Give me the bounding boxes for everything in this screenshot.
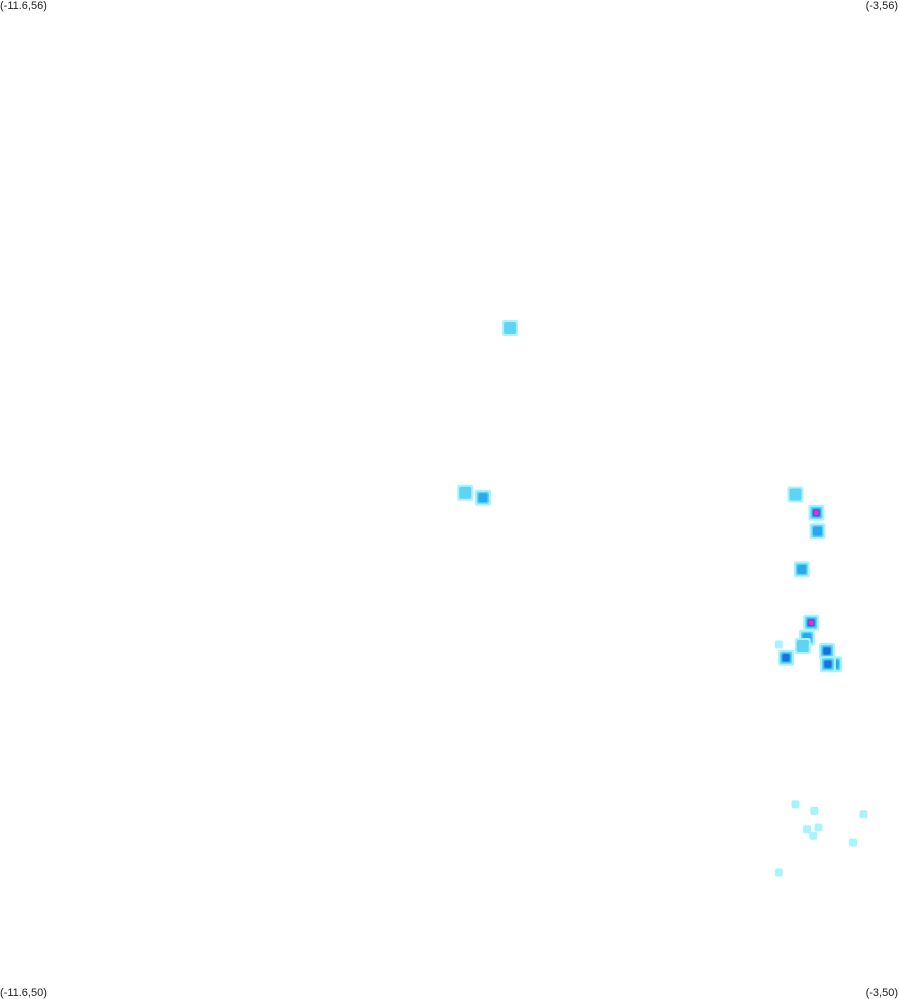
heat-cluster [859, 810, 868, 819]
heat-cluster [810, 806, 819, 815]
heat-cluster [778, 649, 795, 666]
heat-cluster [774, 868, 783, 877]
heat-cluster [457, 484, 474, 501]
heat-cluster [793, 561, 810, 578]
heat-cell [810, 806, 819, 815]
heat-cell [813, 526, 822, 536]
heat-cluster [818, 643, 835, 659]
heat-cell [796, 640, 809, 652]
heat-cluster [803, 825, 811, 834]
heat-cluster [774, 640, 783, 649]
heat-cluster [803, 614, 820, 631]
heat-cell [824, 660, 832, 668]
corner-label-bottom-right: (-3,50) [865, 987, 898, 999]
corner-label-bottom-left: (-11.6,50) [0, 987, 47, 999]
heat-cell [797, 564, 807, 574]
corner-label-top-right: (-3,56) [865, 0, 898, 12]
heat-cluster [809, 831, 818, 840]
heat-cell [504, 322, 517, 334]
heat-cluster [787, 486, 804, 503]
heat-cell [814, 823, 823, 832]
heat-cell [478, 493, 488, 503]
heat-cell [791, 800, 800, 809]
heat-cell [774, 640, 783, 649]
heat-cell [782, 654, 790, 662]
heat-cell [774, 868, 783, 877]
heat-cluster [808, 504, 825, 521]
heat-cluster [475, 489, 491, 506]
heat-cell [849, 838, 857, 847]
heat-cell [803, 825, 811, 834]
heat-cell [823, 647, 831, 655]
heat-cell [859, 810, 868, 819]
heat-cluster [791, 800, 800, 809]
heat-cluster [502, 320, 519, 336]
heat-cluster [809, 523, 826, 540]
heat-cell [459, 486, 472, 499]
heat-cell [789, 488, 802, 501]
heat-cluster [849, 838, 857, 847]
heat-cluster [794, 638, 811, 654]
heat-cluster [819, 656, 836, 673]
heat-cell [809, 831, 818, 840]
heat-cell [808, 620, 814, 626]
heat-cell [813, 510, 819, 516]
corner-label-top-left: (-11.6,56) [0, 0, 47, 12]
heat-cluster [814, 823, 823, 832]
